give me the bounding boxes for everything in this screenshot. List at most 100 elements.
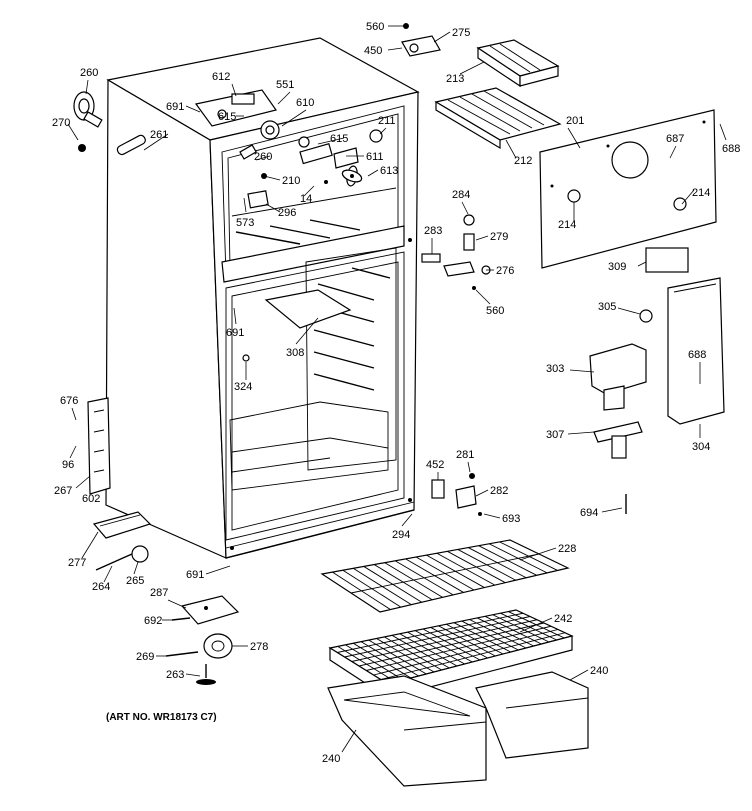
callout-305: 305 — [598, 301, 616, 313]
callout-269: 269 — [136, 651, 154, 663]
cover-grid-line — [358, 622, 545, 667]
crisper-cover-242 — [328, 609, 574, 700]
leader-line — [637, 261, 647, 267]
leader-line — [75, 475, 91, 489]
leader-line — [103, 565, 113, 583]
callout-610: 610 — [296, 97, 314, 109]
callout-560: 560 — [486, 305, 504, 317]
crisper-pan-240-left — [327, 675, 487, 787]
leader-line — [475, 489, 489, 497]
roller-278 — [203, 633, 233, 659]
leader-line — [483, 513, 501, 519]
wire-shelf-228 — [320, 539, 570, 613]
evaporator-fan-assembly — [239, 120, 383, 209]
bracket-287 — [180, 595, 240, 625]
callout-210: 210 — [282, 175, 300, 187]
callout-213: 213 — [446, 73, 464, 85]
leader-line — [601, 507, 623, 513]
leader-line — [81, 531, 99, 559]
callout-284: 284 — [452, 189, 470, 201]
crisper-cover-308 — [264, 289, 352, 329]
leader-line — [569, 669, 589, 681]
callout-615: 615 — [330, 133, 348, 145]
control-housing — [194, 89, 277, 127]
callout-270: 270 — [52, 117, 70, 129]
leveling-leg-263 — [196, 664, 216, 685]
leader-line — [461, 201, 469, 215]
leader-line — [143, 133, 169, 151]
leader-line — [265, 203, 281, 213]
hinge-282 — [455, 485, 477, 509]
callout-694: 694 — [580, 507, 598, 519]
callout-283: 283 — [424, 225, 442, 237]
leader-line — [617, 307, 641, 315]
callout-212: 212 — [514, 155, 532, 167]
callout-308: 308 — [286, 347, 304, 359]
callout-240: 240 — [590, 665, 608, 677]
leader-line — [467, 461, 471, 473]
callout-96: 96 — [62, 459, 74, 471]
callout-277: 277 — [68, 557, 86, 569]
callout-452: 452 — [426, 459, 444, 471]
screw-692 — [171, 617, 191, 621]
leader-lines — [67, 25, 727, 753]
callout-613: 613 — [380, 165, 398, 177]
leader-line — [67, 123, 79, 141]
cover-grid-line — [337, 612, 524, 653]
leveling-screw-264 — [95, 545, 149, 571]
callout-602: 602 — [82, 493, 100, 505]
leader-line — [519, 617, 553, 633]
leader-line — [681, 189, 695, 205]
callout-309: 309 — [608, 261, 626, 273]
ice-maker-bracket-450 — [401, 35, 441, 57]
leader-line — [69, 445, 77, 459]
leader-line — [185, 105, 201, 113]
leader-line — [669, 145, 677, 159]
art-number-note: (ART NO. WR18173 C7) — [106, 712, 217, 723]
leader-line — [233, 307, 237, 325]
leader-line — [243, 197, 247, 213]
light-socket-parts — [421, 214, 491, 290]
label-309 — [645, 247, 689, 273]
leader-line — [567, 431, 595, 435]
leader-line — [185, 673, 201, 677]
callout-278: 278 — [250, 641, 268, 653]
callout-240: 240 — [322, 753, 340, 765]
leader-line — [205, 565, 231, 575]
leader-line — [567, 127, 581, 149]
leader-line — [475, 235, 489, 241]
bolt-269 — [165, 651, 199, 657]
callout-307: 307 — [546, 429, 564, 441]
callout-296: 296 — [278, 207, 296, 219]
callout-303: 303 — [546, 363, 564, 375]
crisper-pan-240-right — [475, 671, 589, 759]
leader-line — [281, 109, 307, 127]
leader-line — [303, 185, 315, 197]
leader-line — [133, 561, 139, 575]
leader-line — [231, 83, 237, 97]
leader-line — [71, 407, 77, 421]
leader-line — [505, 139, 517, 159]
callout-14: 14 — [300, 193, 312, 205]
callout-304: 304 — [692, 441, 710, 453]
callout-260: 260 — [254, 151, 272, 163]
callout-688: 688 — [722, 143, 740, 155]
left-hinge-assembly — [87, 397, 111, 495]
evaporator-cover-201 — [539, 109, 717, 269]
callout-276: 276 — [496, 265, 514, 277]
leader-line — [475, 289, 491, 305]
callout-281: 281 — [456, 449, 474, 461]
callout-294: 294 — [392, 529, 410, 541]
callout-611: 611 — [366, 151, 384, 163]
callout-228: 228 — [558, 543, 576, 555]
thermostat-knob-260 — [73, 91, 103, 128]
leader-line — [719, 123, 727, 141]
leader-line — [277, 91, 291, 105]
callout-450: 450 — [364, 45, 382, 57]
leader-line — [569, 369, 595, 373]
leader-line — [387, 47, 403, 51]
callout-324: 324 — [234, 381, 252, 393]
ice-tray-213 — [476, 39, 560, 88]
callout-261: 261 — [150, 129, 168, 141]
